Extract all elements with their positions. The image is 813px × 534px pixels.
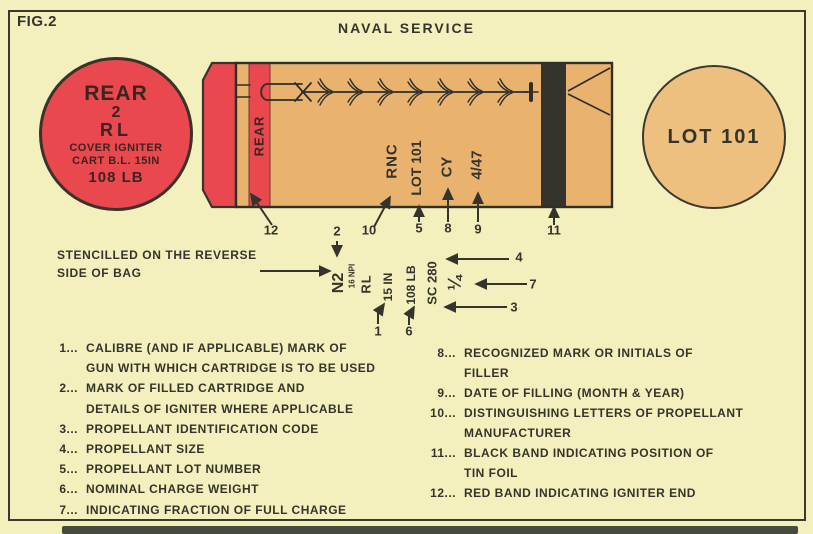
- stencil-mark-npi: 16 NPI: [347, 263, 357, 289]
- callout-3: 3: [510, 299, 518, 315]
- legend-item-9: 9... DATE OF FILLING (MONTH & YEAR): [437, 386, 685, 400]
- stencil-fraction: ¼: [444, 275, 465, 291]
- callout-5: 5: [415, 220, 423, 236]
- lot-number-stamp: LOT 101: [408, 140, 424, 196]
- callout-8: 8: [444, 220, 452, 236]
- stencil-igniter-rl: RL: [358, 274, 374, 294]
- callout-4: 4: [515, 249, 523, 265]
- red-band-rear-stamp: REAR: [251, 115, 267, 157]
- callout-6: 6: [405, 323, 413, 339]
- manufacturer-letters-stamp: RNC: [383, 143, 401, 179]
- filler-initials-stamp: CY: [438, 156, 456, 178]
- disc-rear-label: REAR: [84, 81, 148, 105]
- legend-left-column: 1... CALIBRE (AND IF APPLICABLE) MARK OF…: [40, 338, 412, 520]
- stencil-mark-n2: N2: [330, 272, 347, 294]
- callout-7: 7: [529, 276, 537, 292]
- disc-mark-number: 2: [111, 103, 121, 121]
- callout-1: 1: [374, 323, 382, 339]
- legend-item-12: 12... RED BAND INDICATING IGNITER END: [430, 486, 696, 500]
- callout-12: 12: [263, 222, 279, 238]
- scan-edge-artifact: [62, 526, 798, 534]
- legend-item-5: 5... PROPELLANT LOT NUMBER: [59, 462, 262, 477]
- stencil-charge-weight: 108 LB: [404, 265, 418, 305]
- stencil-note-line1: STENCILLED ON THE REVERSE: [57, 248, 257, 262]
- lot-number-disc: LOT 101: [642, 65, 786, 209]
- disc-cover-igniter: COVER IGNITER: [69, 141, 163, 154]
- legend-item-10: 10... DISTINGUISHING LETTERS OF PROPELLA…: [430, 406, 744, 440]
- callout-2: 2: [333, 223, 341, 239]
- stencil-calibre: 15 IN: [381, 272, 395, 302]
- disc-weight: 108 LB: [88, 168, 144, 186]
- legend-item-1: 1... CALIBRE (AND IF APPLICABLE) MARK OF…: [59, 341, 376, 376]
- figure-title: NAVAL SERVICE: [338, 20, 475, 36]
- filling-date-stamp: 4/47: [468, 150, 486, 180]
- callout-9: 9: [474, 221, 482, 237]
- callout-10: 10: [361, 222, 377, 238]
- legend-item-4: 4... PROPELLANT SIZE: [59, 442, 205, 457]
- lot-label: LOT 101: [667, 125, 761, 148]
- disc-igniter-initials: RL: [100, 119, 132, 140]
- stencil-note-line2: SIDE OF BAG: [57, 266, 142, 280]
- disc-cartridge-type: CART B.L. 15IN: [72, 154, 160, 167]
- figure-border: [8, 10, 806, 521]
- callout-11: 11: [547, 222, 561, 238]
- stencil-note: STENCILLED ON THE REVERSE SIDE OF BAG: [57, 246, 257, 282]
- legend-item-6: 6... NOMINAL CHARGE WEIGHT: [59, 482, 259, 497]
- legend-item-3: 3... PROPELLANT IDENTIFICATION CODE: [59, 421, 319, 436]
- figure-number: FIG.2: [17, 13, 58, 30]
- legend-item-7: 7... INDICATING FRACTION OF FULL CHARGE: [59, 502, 347, 517]
- stencil-propellant-code: SC 280: [424, 261, 440, 305]
- rear-igniter-disc: REAR 2 RL COVER IGNITER CART B.L. 15IN 1…: [39, 57, 193, 211]
